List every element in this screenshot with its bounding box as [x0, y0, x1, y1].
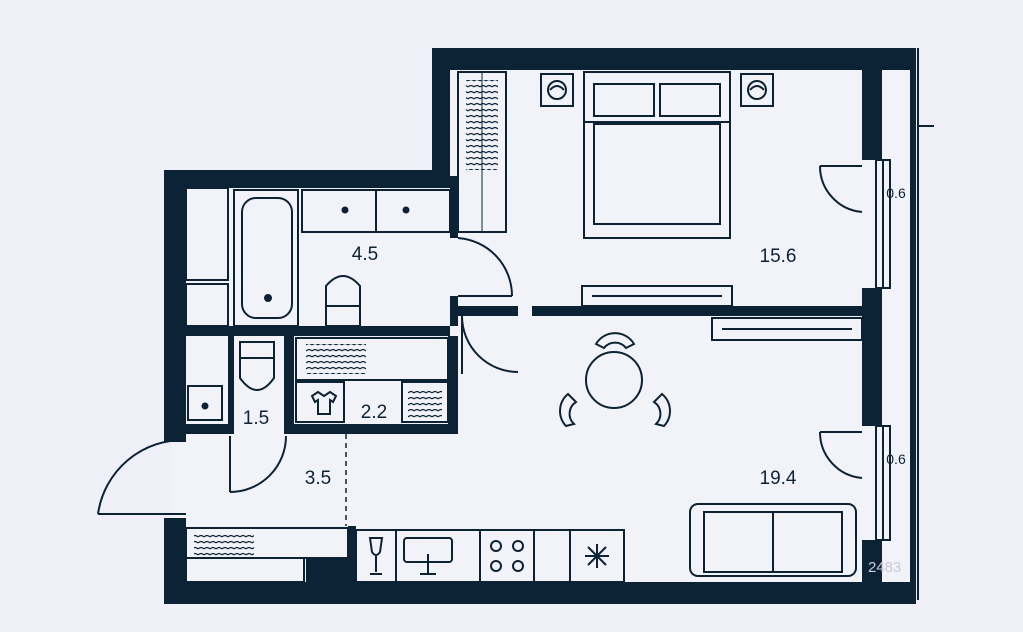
door-entrance — [97, 438, 187, 515]
interior-walls — [186, 176, 862, 596]
tv-cabinet — [711, 317, 863, 341]
stove-icon — [490, 540, 524, 572]
dining-table — [559, 332, 671, 428]
area-label-bedroom: 15.6 — [760, 246, 797, 267]
wine-glass-icon — [368, 537, 384, 575]
bed — [583, 71, 731, 239]
area-label-wardrobe: 2.2 — [361, 402, 387, 423]
outer-walls — [164, 48, 916, 604]
toilet-icon — [239, 341, 275, 391]
nightstand-lamp-icon — [540, 73, 574, 107]
door-toilet — [229, 435, 287, 493]
sofa — [689, 503, 857, 577]
area-label-balcony-bottom: 0.6 — [886, 451, 906, 467]
hallway-closet — [185, 527, 349, 583]
sink-double — [301, 189, 451, 233]
toilet-icon — [325, 275, 361, 327]
door-bedroom — [461, 315, 519, 374]
tv-stand — [581, 285, 733, 307]
kitchen-counter — [355, 529, 625, 583]
shirt-icon — [310, 390, 338, 415]
area-label-balcony-top: 0.6 — [886, 185, 906, 201]
nightstand-lamp-icon — [740, 73, 774, 107]
area-label-hallway: 3.5 — [305, 468, 331, 489]
shelving — [185, 187, 229, 327]
wardrobe-rack — [295, 337, 449, 423]
window-bottom — [875, 425, 891, 541]
bathtub — [233, 189, 299, 327]
watermark: 2483 — [868, 559, 901, 576]
window-left-living — [917, 48, 934, 600]
room-labels: 4.5 15.6 1.5 2.2 3.5 19.4 0.6 0.6 — [243, 185, 906, 489]
door-balcony-bottom — [818, 431, 863, 479]
window-top — [875, 159, 891, 289]
door-balcony-top — [818, 165, 863, 213]
bedroom-wardrobe — [457, 71, 507, 233]
fridge-icon — [585, 544, 609, 568]
area-label-toilet: 1.5 — [243, 408, 269, 429]
area-label-bathroom: 4.5 — [352, 244, 378, 265]
kitchen-sink-icon — [403, 537, 453, 575]
door-bathroom — [457, 237, 514, 297]
sink-small — [187, 385, 223, 421]
area-label-living-kitchen: 19.4 — [760, 468, 797, 489]
floor-area — [172, 56, 912, 598]
